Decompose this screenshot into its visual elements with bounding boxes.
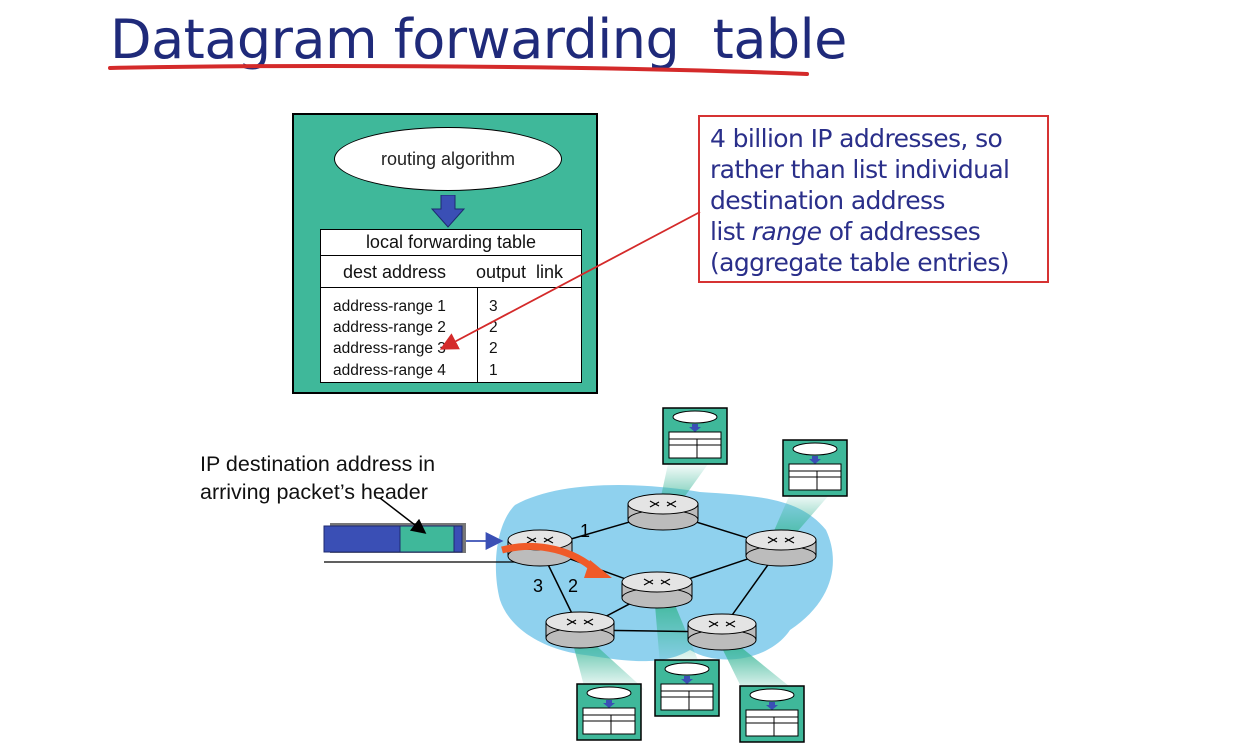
ip-label-line: arriving packet’s header [200, 480, 428, 504]
mini-forwarding-table-icon [654, 659, 720, 717]
router-icon [545, 611, 615, 649]
router-icon [627, 493, 699, 531]
table-row-link: 2 [489, 319, 498, 336]
router-icon [621, 571, 693, 609]
router-icon [507, 529, 573, 567]
mini-forwarding-table-icon [739, 685, 805, 743]
column-divider [477, 287, 478, 382]
table-row-link: 1 [489, 362, 498, 379]
mini-forwarding-table-icon [576, 683, 642, 741]
table-divider [321, 255, 581, 256]
mini-forwarding-table-icon [662, 407, 728, 465]
link-label-1: 1 [580, 521, 590, 541]
table-beam [722, 648, 800, 695]
routing-algorithm-ellipse: routing algorithm [334, 127, 562, 191]
router-icon [745, 529, 817, 567]
packet-header-field [399, 525, 455, 553]
routing-algorithm-label: routing algorithm [380, 148, 516, 169]
callout-line: (aggregate table entries) [710, 248, 1010, 277]
packet-shadow [330, 523, 466, 553]
title-underline [108, 64, 809, 76]
table-row-dest: address-range 3 [333, 340, 446, 357]
table-beam [572, 640, 645, 690]
table-beam [655, 605, 700, 665]
column-header-link: output link [476, 262, 564, 282]
network-links [539, 511, 781, 633]
forwarding-flow-arrowhead [584, 560, 612, 578]
packet-tail [453, 525, 463, 553]
table-row-dest: address-range 4 [333, 362, 446, 379]
table-title: local forwarding table [365, 232, 537, 252]
router-forwarding-box: routing algorithm local forwarding table… [292, 113, 598, 394]
table-beam [658, 464, 708, 510]
callout-line: rather than list individual [710, 155, 1010, 184]
ip-destination-label: IP destination address in arriving packe… [200, 450, 435, 506]
down-arrow-icon [431, 195, 465, 228]
slide-title: Datagram forwarding table [110, 8, 847, 71]
address-range-callout: 4 billion IP addresses, so rather than l… [698, 115, 1049, 283]
table-row-link: 3 [489, 298, 498, 315]
column-header-dest: dest address [343, 262, 447, 282]
callout-line: destination address [710, 186, 945, 215]
table-row-dest: address-range 2 [333, 319, 446, 336]
callout-text: list [710, 217, 752, 246]
network-cloud [495, 485, 833, 662]
packet-body [323, 525, 401, 553]
table-divider [321, 287, 581, 288]
router-icon [687, 613, 757, 651]
link-label-2: 2 [568, 576, 578, 596]
link-label-3: 3 [533, 576, 543, 596]
callout-line: list range of addresses [710, 216, 1047, 247]
ip-label-line: IP destination address in [200, 452, 436, 476]
table-beam [770, 494, 830, 540]
table-row-link: 2 [489, 340, 498, 357]
callout-text: of addresses [821, 217, 981, 246]
table-row-dest: address-range 1 [333, 298, 446, 315]
mini-forwarding-table-icon [782, 439, 848, 497]
callout-italic-text: range [751, 217, 822, 246]
local-forwarding-table: local forwarding table dest address outp… [320, 229, 582, 383]
callout-line: 4 billion IP addresses, so [710, 124, 1003, 153]
forwarding-flow-arrow [501, 542, 598, 573]
